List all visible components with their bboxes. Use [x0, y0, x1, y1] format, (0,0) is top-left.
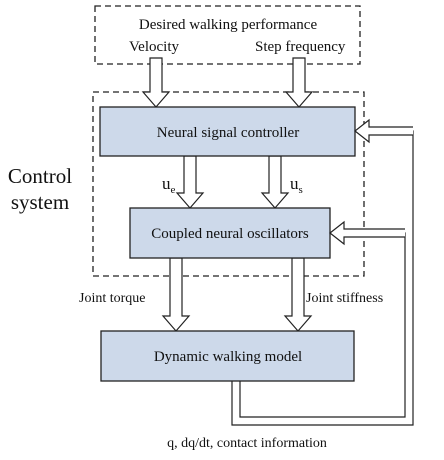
- joint-stiffness-arrow: [283, 257, 313, 332]
- step-frequency-arrow: [284, 57, 314, 108]
- desired-performance-title: Desired walking performance: [139, 17, 318, 33]
- neural-signal-controller-block: [99, 106, 356, 157]
- us-arrow: [260, 155, 290, 209]
- step-frequency-label: Step frequency: [255, 39, 346, 55]
- control-system-box: [92, 91, 365, 277]
- feedback-arrow-oscillators: [329, 220, 405, 246]
- ue-label: ue: [162, 174, 176, 196]
- dynamic-walking-model-block: [100, 330, 355, 382]
- joint-torque-arrow: [161, 257, 191, 332]
- dynamic-walking-model-label: Dynamic walking model: [154, 349, 302, 365]
- neural-signal-controller-label: Neural signal controller: [157, 125, 299, 141]
- velocity-arrow: [141, 57, 171, 108]
- feedback-arrow-controller: [354, 118, 413, 144]
- us-label: us: [290, 174, 303, 196]
- control-system-label-line1: Control: [8, 164, 72, 188]
- joint-torque-label: Joint torque: [79, 291, 146, 306]
- joint-stiffness-label: Joint stiffness: [306, 291, 383, 306]
- desired-performance-box: [94, 5, 361, 65]
- ue-arrow: [175, 155, 205, 209]
- control-system-label-line2: system: [11, 190, 69, 214]
- feedback-caption: q, dq/dt, contact information: [167, 436, 327, 451]
- feedback-arrowheads: [329, 118, 413, 246]
- coupled-neural-oscillators-label: Coupled neural oscillators: [151, 226, 309, 242]
- block-arrows: [141, 57, 314, 332]
- velocity-label: Velocity: [129, 39, 179, 55]
